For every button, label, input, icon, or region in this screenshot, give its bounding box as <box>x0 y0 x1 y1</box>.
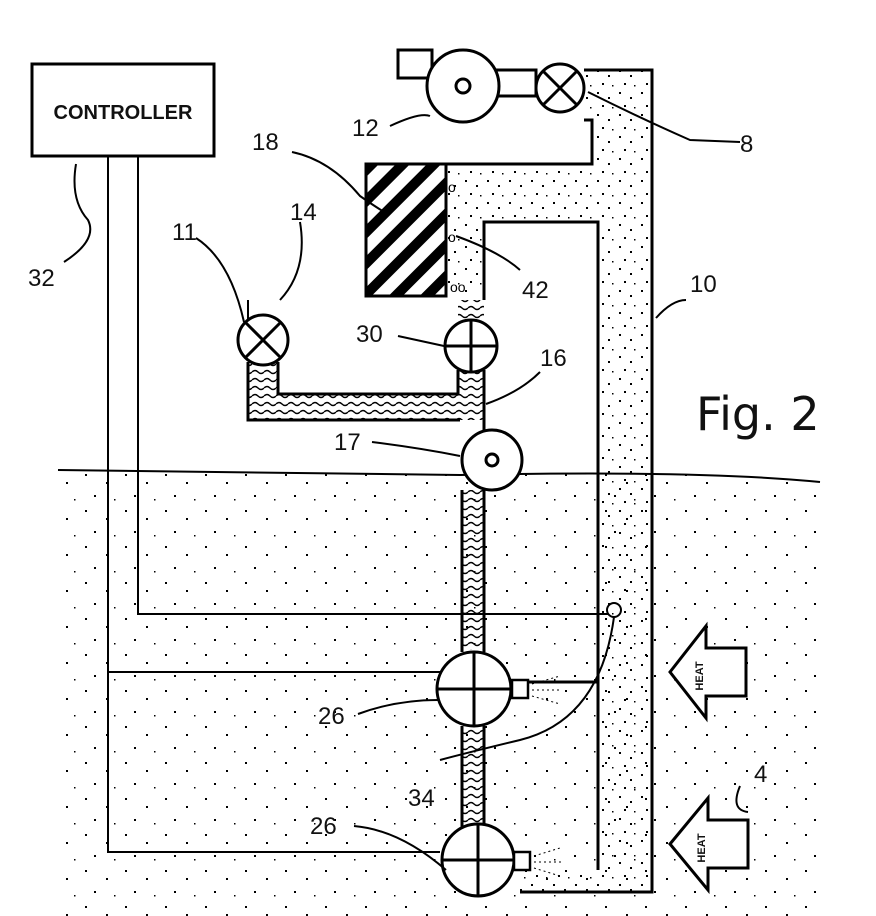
label-32: 32 <box>28 265 55 292</box>
svg-text:o: o <box>448 229 456 245</box>
label-26-upper: 26 <box>318 703 345 730</box>
label-10: 10 <box>690 271 717 298</box>
label-11: 11 <box>172 219 197 246</box>
svg-text:HEAT: HEAT <box>696 833 708 862</box>
valve-8 <box>536 64 584 112</box>
controller-box: CONTROLLER <box>32 64 214 156</box>
label-12: 12 <box>352 115 379 142</box>
label-26-lower: 26 <box>310 813 337 840</box>
valve-11 <box>238 300 288 365</box>
label-30: 30 <box>356 321 383 348</box>
label-4: 4 <box>754 761 767 788</box>
label-8: 8 <box>740 131 753 158</box>
label-34: 34 <box>408 785 435 812</box>
svg-text:HEAT: HEAT <box>694 661 706 690</box>
label-16: 16 <box>540 345 567 372</box>
svg-text:oo: oo <box>450 279 466 295</box>
valve-30 <box>445 320 497 372</box>
label-14: 14 <box>290 199 317 226</box>
label-18: 18 <box>252 129 279 156</box>
svg-text:o: o <box>448 179 456 195</box>
pump-17 <box>462 430 522 490</box>
pump-12 <box>398 50 536 122</box>
liquid-line <box>248 300 484 430</box>
label-42: 42 <box>522 277 549 304</box>
figure-label: Fig. 2 <box>696 387 820 441</box>
label-17: 17 <box>334 429 361 456</box>
controller-label: CONTROLLER <box>54 102 193 124</box>
